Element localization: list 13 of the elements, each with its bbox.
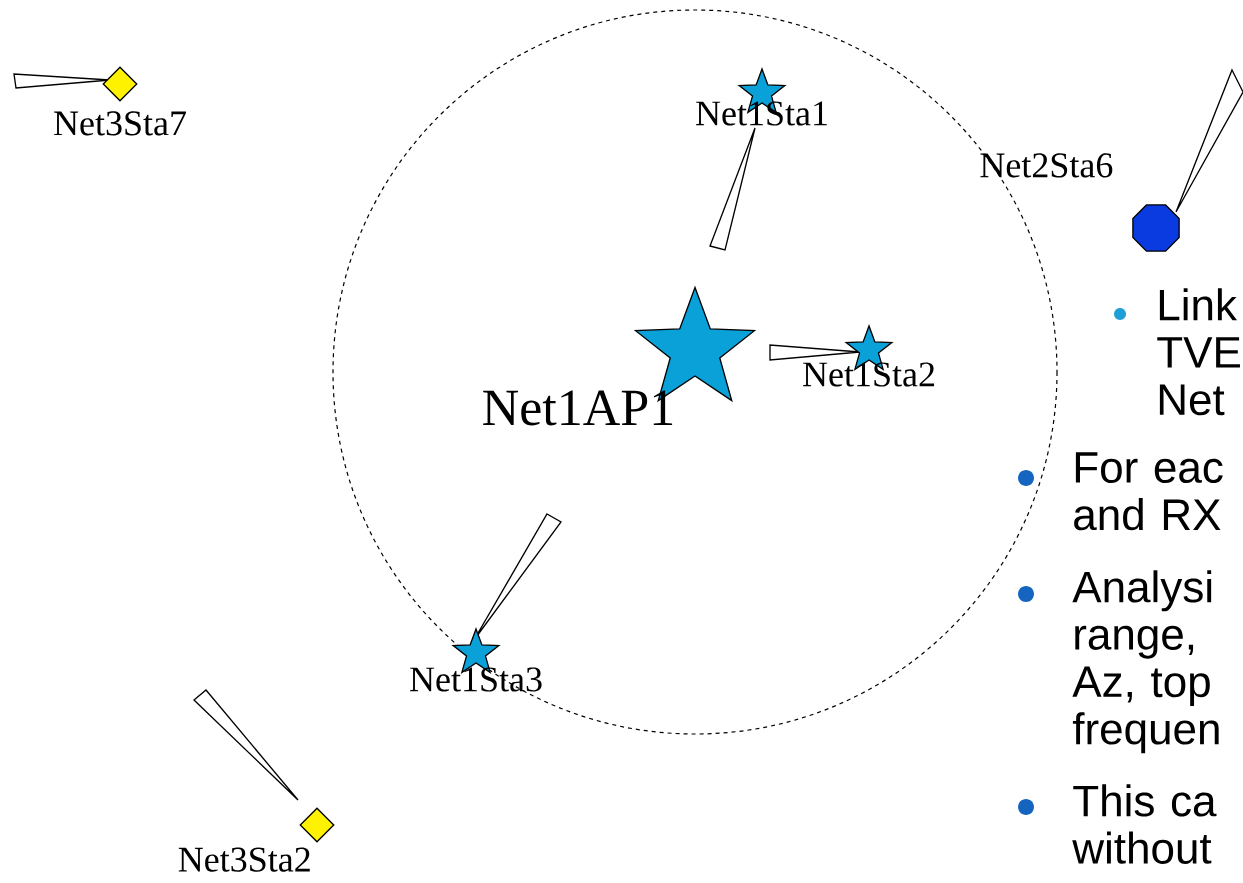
node-label: Net1Sta2: [803, 362, 935, 387]
station-drawing: Net3Sta7: [13, 66, 186, 136]
bullet-text: For eac and RX: [1074, 452, 1223, 531]
node-label: Net2Sta6: [980, 153, 1113, 178]
node-label: Net3Sta7: [54, 111, 186, 136]
node-label: Net3Sta2: [178, 847, 310, 872]
bullet-text: This ca without: [1072, 784, 1217, 864]
station-drawing: Net3Sta2: [178, 689, 335, 872]
node-label: Net1AP1: [483, 390, 673, 426]
bullet-text: Analysi range, Az, top frequen: [1072, 570, 1219, 754]
station-drawing: Net1Sta3: [410, 513, 562, 692]
node-label: Net1Sta3: [410, 667, 542, 692]
node-label: Net1Sta1: [696, 101, 827, 126]
